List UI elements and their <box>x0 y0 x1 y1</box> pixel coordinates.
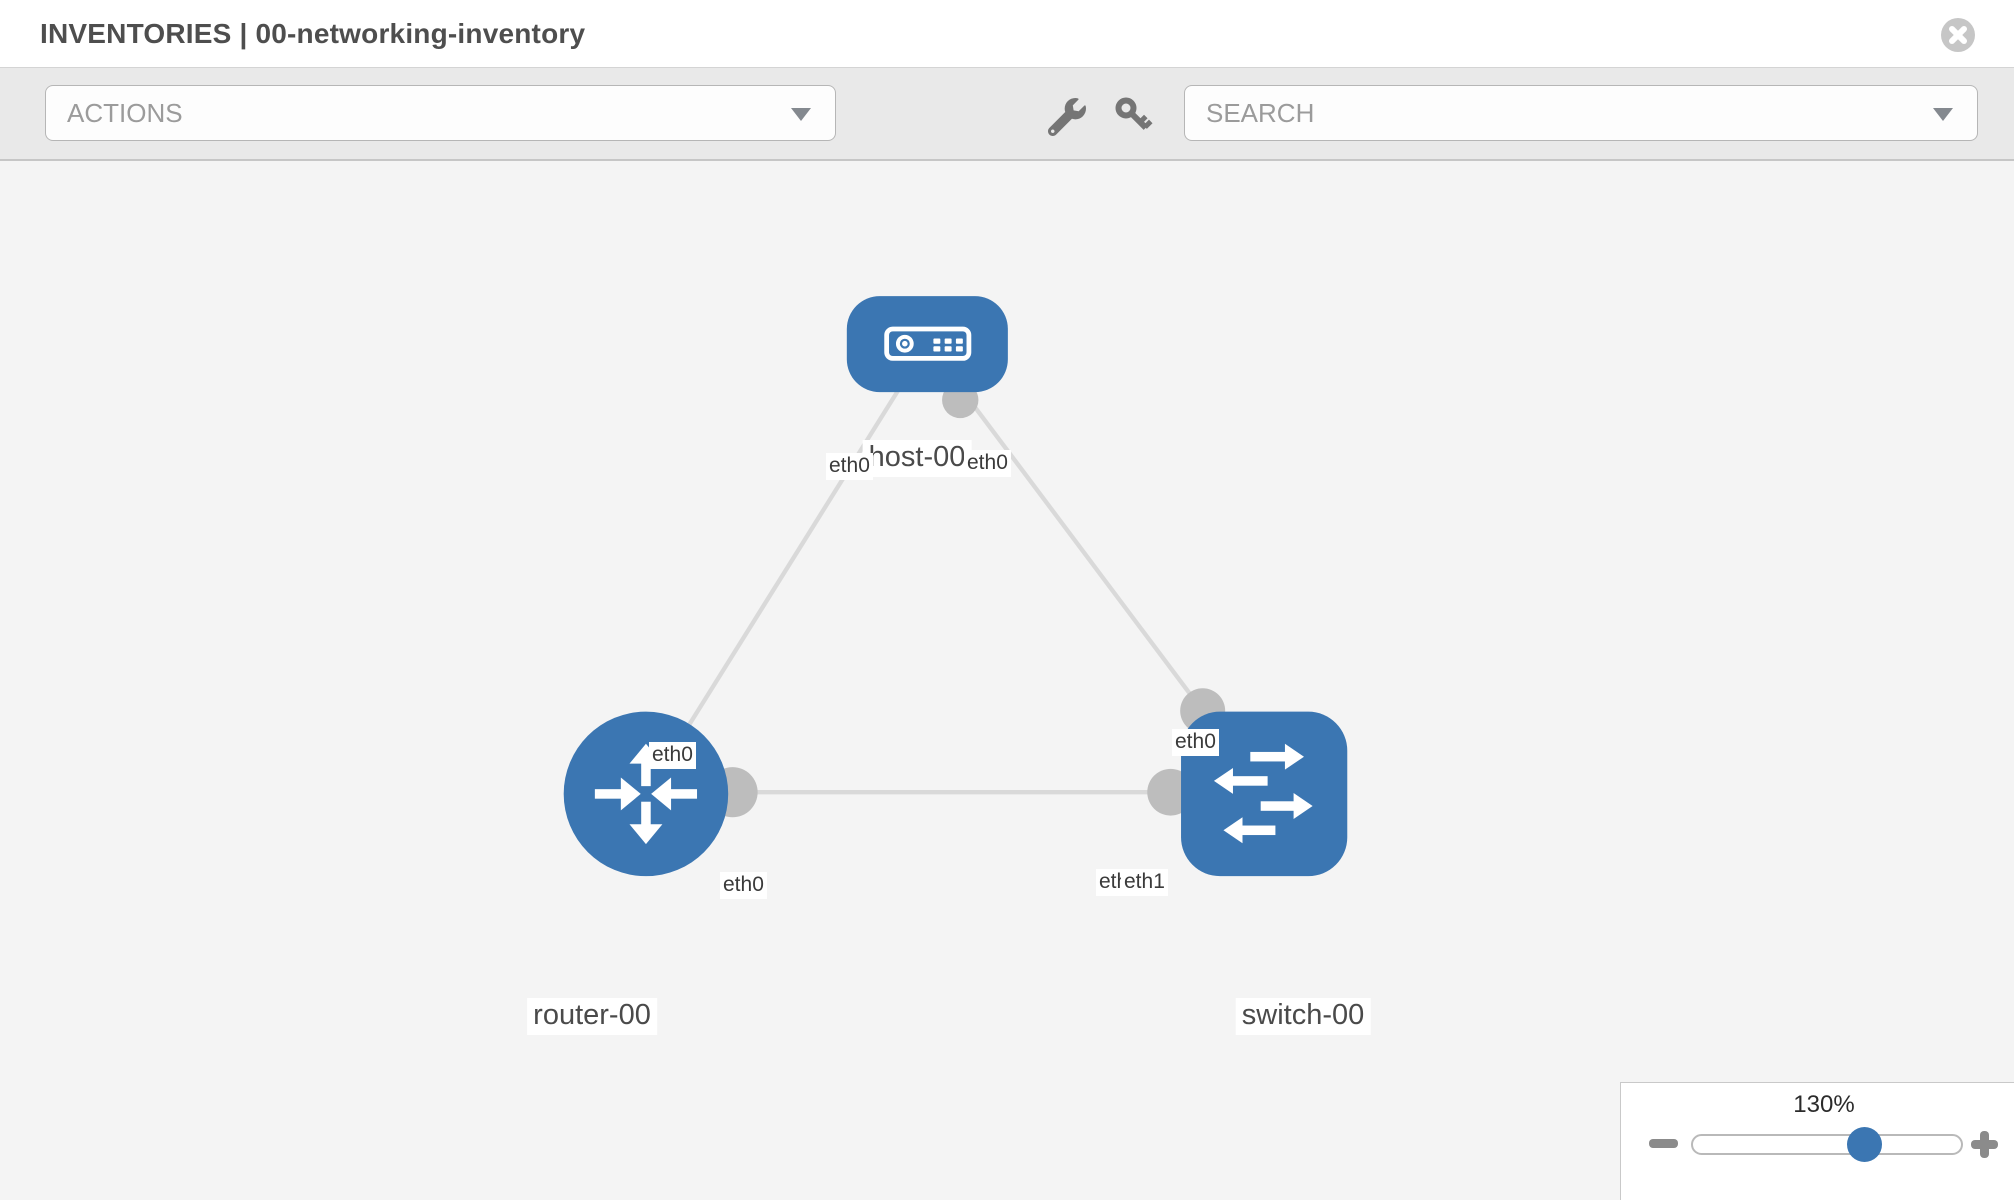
router-icon <box>594 743 698 845</box>
tools-button[interactable] <box>1045 96 1089 140</box>
actions-dropdown-label: ACTIONS <box>67 98 183 128</box>
iface-label-router-top: eth0 <box>649 742 696 769</box>
zoom-value: 130% <box>1793 1091 1855 1118</box>
wrench-icon <box>1047 97 1086 136</box>
node-router[interactable] <box>563 711 729 877</box>
host-icon <box>884 326 972 361</box>
zoom-slider-handle[interactable] <box>1847 1127 1882 1162</box>
toolbar: ACTIONS SEARCH <box>0 68 2014 161</box>
node-host[interactable] <box>846 296 1008 393</box>
iface-label-mid-left: eth0 <box>720 872 767 899</box>
topology-svg <box>563 296 1348 877</box>
node-label-host[interactable]: host-00 <box>862 440 972 477</box>
iface-label-host-left: eth0 <box>826 453 873 480</box>
close-button[interactable] <box>1941 18 1975 52</box>
caret-down-icon <box>1933 108 1953 121</box>
node-label-switch[interactable]: switch-00 <box>1235 998 1371 1035</box>
zoom-out-button[interactable] <box>1649 1139 1678 1148</box>
iface-label-switch-top: eth0 <box>1172 729 1219 756</box>
caret-down-icon <box>791 108 811 121</box>
switch-icon <box>1213 743 1313 844</box>
iface-label-host-right: eth0 <box>964 450 1011 477</box>
header-bar: INVENTORIES | 00-networking-inventory <box>0 0 2014 68</box>
node-switch[interactable] <box>1181 711 1348 877</box>
plus-icon <box>1980 1131 1989 1158</box>
link-host-router[interactable] <box>644 342 930 796</box>
search-dropdown[interactable]: SEARCH <box>1184 85 1978 141</box>
iface-label-mid-over: eth1 <box>1121 869 1168 896</box>
zoom-panel: 130% <box>1620 1082 2014 1200</box>
zoom-in-button[interactable] <box>1971 1131 1998 1158</box>
topology-canvas[interactable]: host-00 router-00 switch-00 eth0 eth0 et… <box>0 161 2014 1200</box>
page-title: INVENTORIES | 00-networking-inventory <box>40 18 586 49</box>
key-icon <box>1115 97 1153 130</box>
node-label-router[interactable]: router-00 <box>527 998 657 1035</box>
credentials-button[interactable] <box>1112 96 1156 140</box>
zoom-slider-track[interactable] <box>1691 1134 1963 1155</box>
search-dropdown-label: SEARCH <box>1206 98 1315 128</box>
actions-dropdown[interactable]: ACTIONS <box>45 85 836 141</box>
close-icon <box>1941 18 1975 52</box>
